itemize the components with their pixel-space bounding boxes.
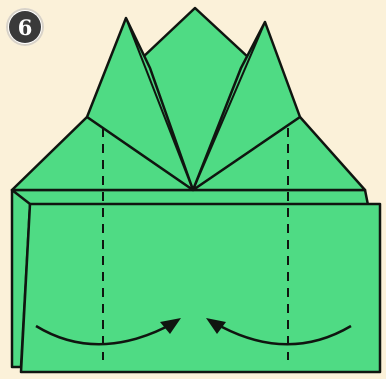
- base-front-panel: [21, 204, 380, 372]
- step-number: 6: [9, 11, 41, 43]
- numbered-circle-icon: 6: [6, 8, 44, 46]
